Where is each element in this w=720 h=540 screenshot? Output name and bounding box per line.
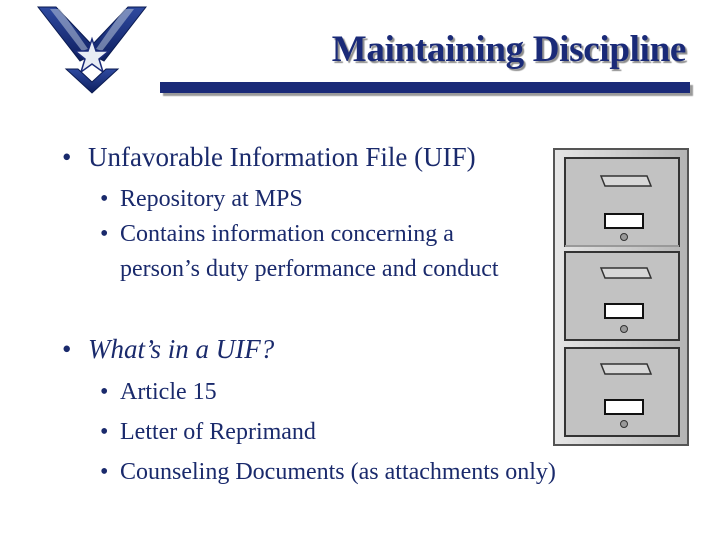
bullet-uif: • Unfavorable Information File (UIF)	[62, 142, 476, 173]
bullet-glyph: •	[100, 186, 109, 212]
sub-bullet-item: • Counseling Documents (as attachments o…	[100, 455, 556, 495]
sub-bullet-text: Repository at MPS	[120, 186, 303, 212]
sub-bullet-text: Counseling Documents (as attachments onl…	[120, 459, 556, 485]
bullet-glyph: •	[100, 221, 109, 247]
bullet-text: What’s in a UIF?	[88, 334, 275, 364]
bullet-glyph: •	[100, 459, 109, 485]
sub-bullet-item: • Letter of Reprimand	[100, 415, 556, 455]
air-force-logo-icon	[36, 6, 148, 94]
slide-title: Maintaining Discipline	[331, 29, 687, 70]
sub-bullet-item: • Article 15	[100, 375, 556, 415]
drawer-middle	[564, 251, 680, 341]
sub-bullet-list-contents: • Article 15 • Letter of Reprimand • Cou…	[100, 375, 556, 495]
bullet-glyph: •	[100, 379, 109, 405]
sub-bullet-item: • Contains information concerning a pers…	[100, 217, 520, 287]
drawer-bottom	[564, 347, 680, 437]
sub-bullet-item: • Repository at MPS	[100, 182, 520, 217]
drawer-top	[564, 157, 680, 247]
sub-bullet-list-uif: • Repository at MPS • Contains informati…	[100, 182, 520, 287]
bullet-glyph: •	[100, 419, 109, 445]
bullet-whats-in-uif: • What’s in a UIF?	[62, 334, 274, 365]
sub-bullet-text: Letter of Reprimand	[120, 419, 316, 445]
bullet-glyph: •	[62, 334, 72, 364]
sub-bullet-text: Contains information concerning a person…	[120, 221, 499, 282]
bullet-text: Unfavorable Information File (UIF)	[88, 142, 476, 172]
title-underline-bar	[160, 82, 690, 93]
bullet-glyph: •	[62, 142, 72, 172]
file-cabinet-icon	[553, 148, 689, 446]
sub-bullet-text: Article 15	[120, 379, 217, 405]
